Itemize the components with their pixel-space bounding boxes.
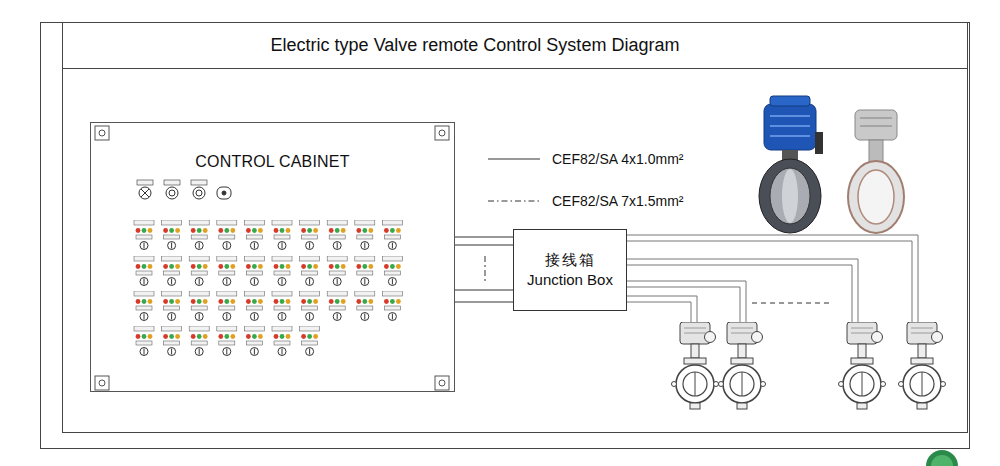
logo-watermark [926,450,958,466]
valve-body [759,159,821,233]
valve-cable [627,281,746,322]
inner-frame [63,23,968,433]
mount-hole [439,380,445,386]
module-row [134,220,402,250]
actuator-cover [770,96,810,106]
push-button [196,190,202,196]
junction-box: 接线箱Junction Box [513,229,627,311]
valve-cable [627,296,697,322]
module-row [134,326,320,356]
electric-butterfly-valve [839,322,886,409]
legend-text: CEF82/SA 7x1.5mm² [552,193,684,209]
cable-break-mark [485,256,486,282]
logo-watermark [931,455,953,466]
module-row [134,291,402,321]
power-lamp [141,189,149,197]
lamp-label-plate [191,180,207,185]
push-button [193,187,205,199]
legend-entry: CEF82/SA 7x1.5mm² [488,193,684,209]
valve-body [848,161,904,233]
lamp-label-plate [164,180,180,185]
field-wiring [627,235,918,322]
lamp-label-plate [137,180,153,185]
legend-entry: CEF82/SA 4x1.0mm² [488,151,684,167]
legend-line-sample [488,154,540,164]
blue-actuator-valve-photo [759,96,823,233]
valve-neck [869,140,883,162]
mount-hole [99,130,105,136]
mount-hole [99,380,105,386]
valve-disc [858,170,894,224]
valve-cable [627,235,918,322]
node-text: Junction Box [527,270,613,289]
key-switch [222,191,226,195]
legend-text: CEF82/SA 4x1.0mm² [552,151,684,167]
legend-line-sample [488,159,540,160]
legend-line-sample [488,196,540,206]
node-heading: CONTROL CABINET [91,153,454,171]
cable-connector [455,290,513,302]
electric-butterfly-valve [719,322,766,409]
diagram-title: Electric type Valve remote Control Syste… [0,35,950,56]
valve-cable [627,241,912,322]
actuator-housing [764,104,816,150]
legend-line-sample [488,201,540,202]
mount-plate [435,126,449,140]
valve-disc [770,168,810,224]
actuator-gland [815,132,823,154]
actuator-fin [860,125,892,127]
actuator-fin [770,115,810,117]
main-indicators [137,180,231,199]
power-lamp [139,187,151,199]
push-button [169,190,175,196]
outer-frame [41,23,970,449]
cable-connector [455,237,513,245]
valve-cable [627,259,858,322]
actuator-fin [770,135,810,137]
stainless-valve-photo [848,110,904,233]
mount-plate [95,376,109,390]
push-button [166,187,178,199]
electric-butterfly-valve [899,322,946,409]
module-row [134,256,402,286]
key-switch [217,187,231,199]
valve-disc-edge [782,169,798,223]
actuator-fin [860,117,892,119]
control-cabinet: CONTROL CABINET [90,122,455,392]
valve-cable [627,265,852,322]
node-heading: 接线箱 [545,251,596,270]
valve-cable [627,302,691,322]
mount-hole [439,130,445,136]
title-divider [62,68,968,69]
power-lamp [141,189,149,197]
continuation-dashes [752,302,830,303]
actuator-fin [770,125,810,127]
actuator-housing [855,110,897,140]
electric-butterfly-valve [672,322,719,409]
mount-plate [435,376,449,390]
mount-plate [95,126,109,140]
valve-cable [627,287,740,322]
